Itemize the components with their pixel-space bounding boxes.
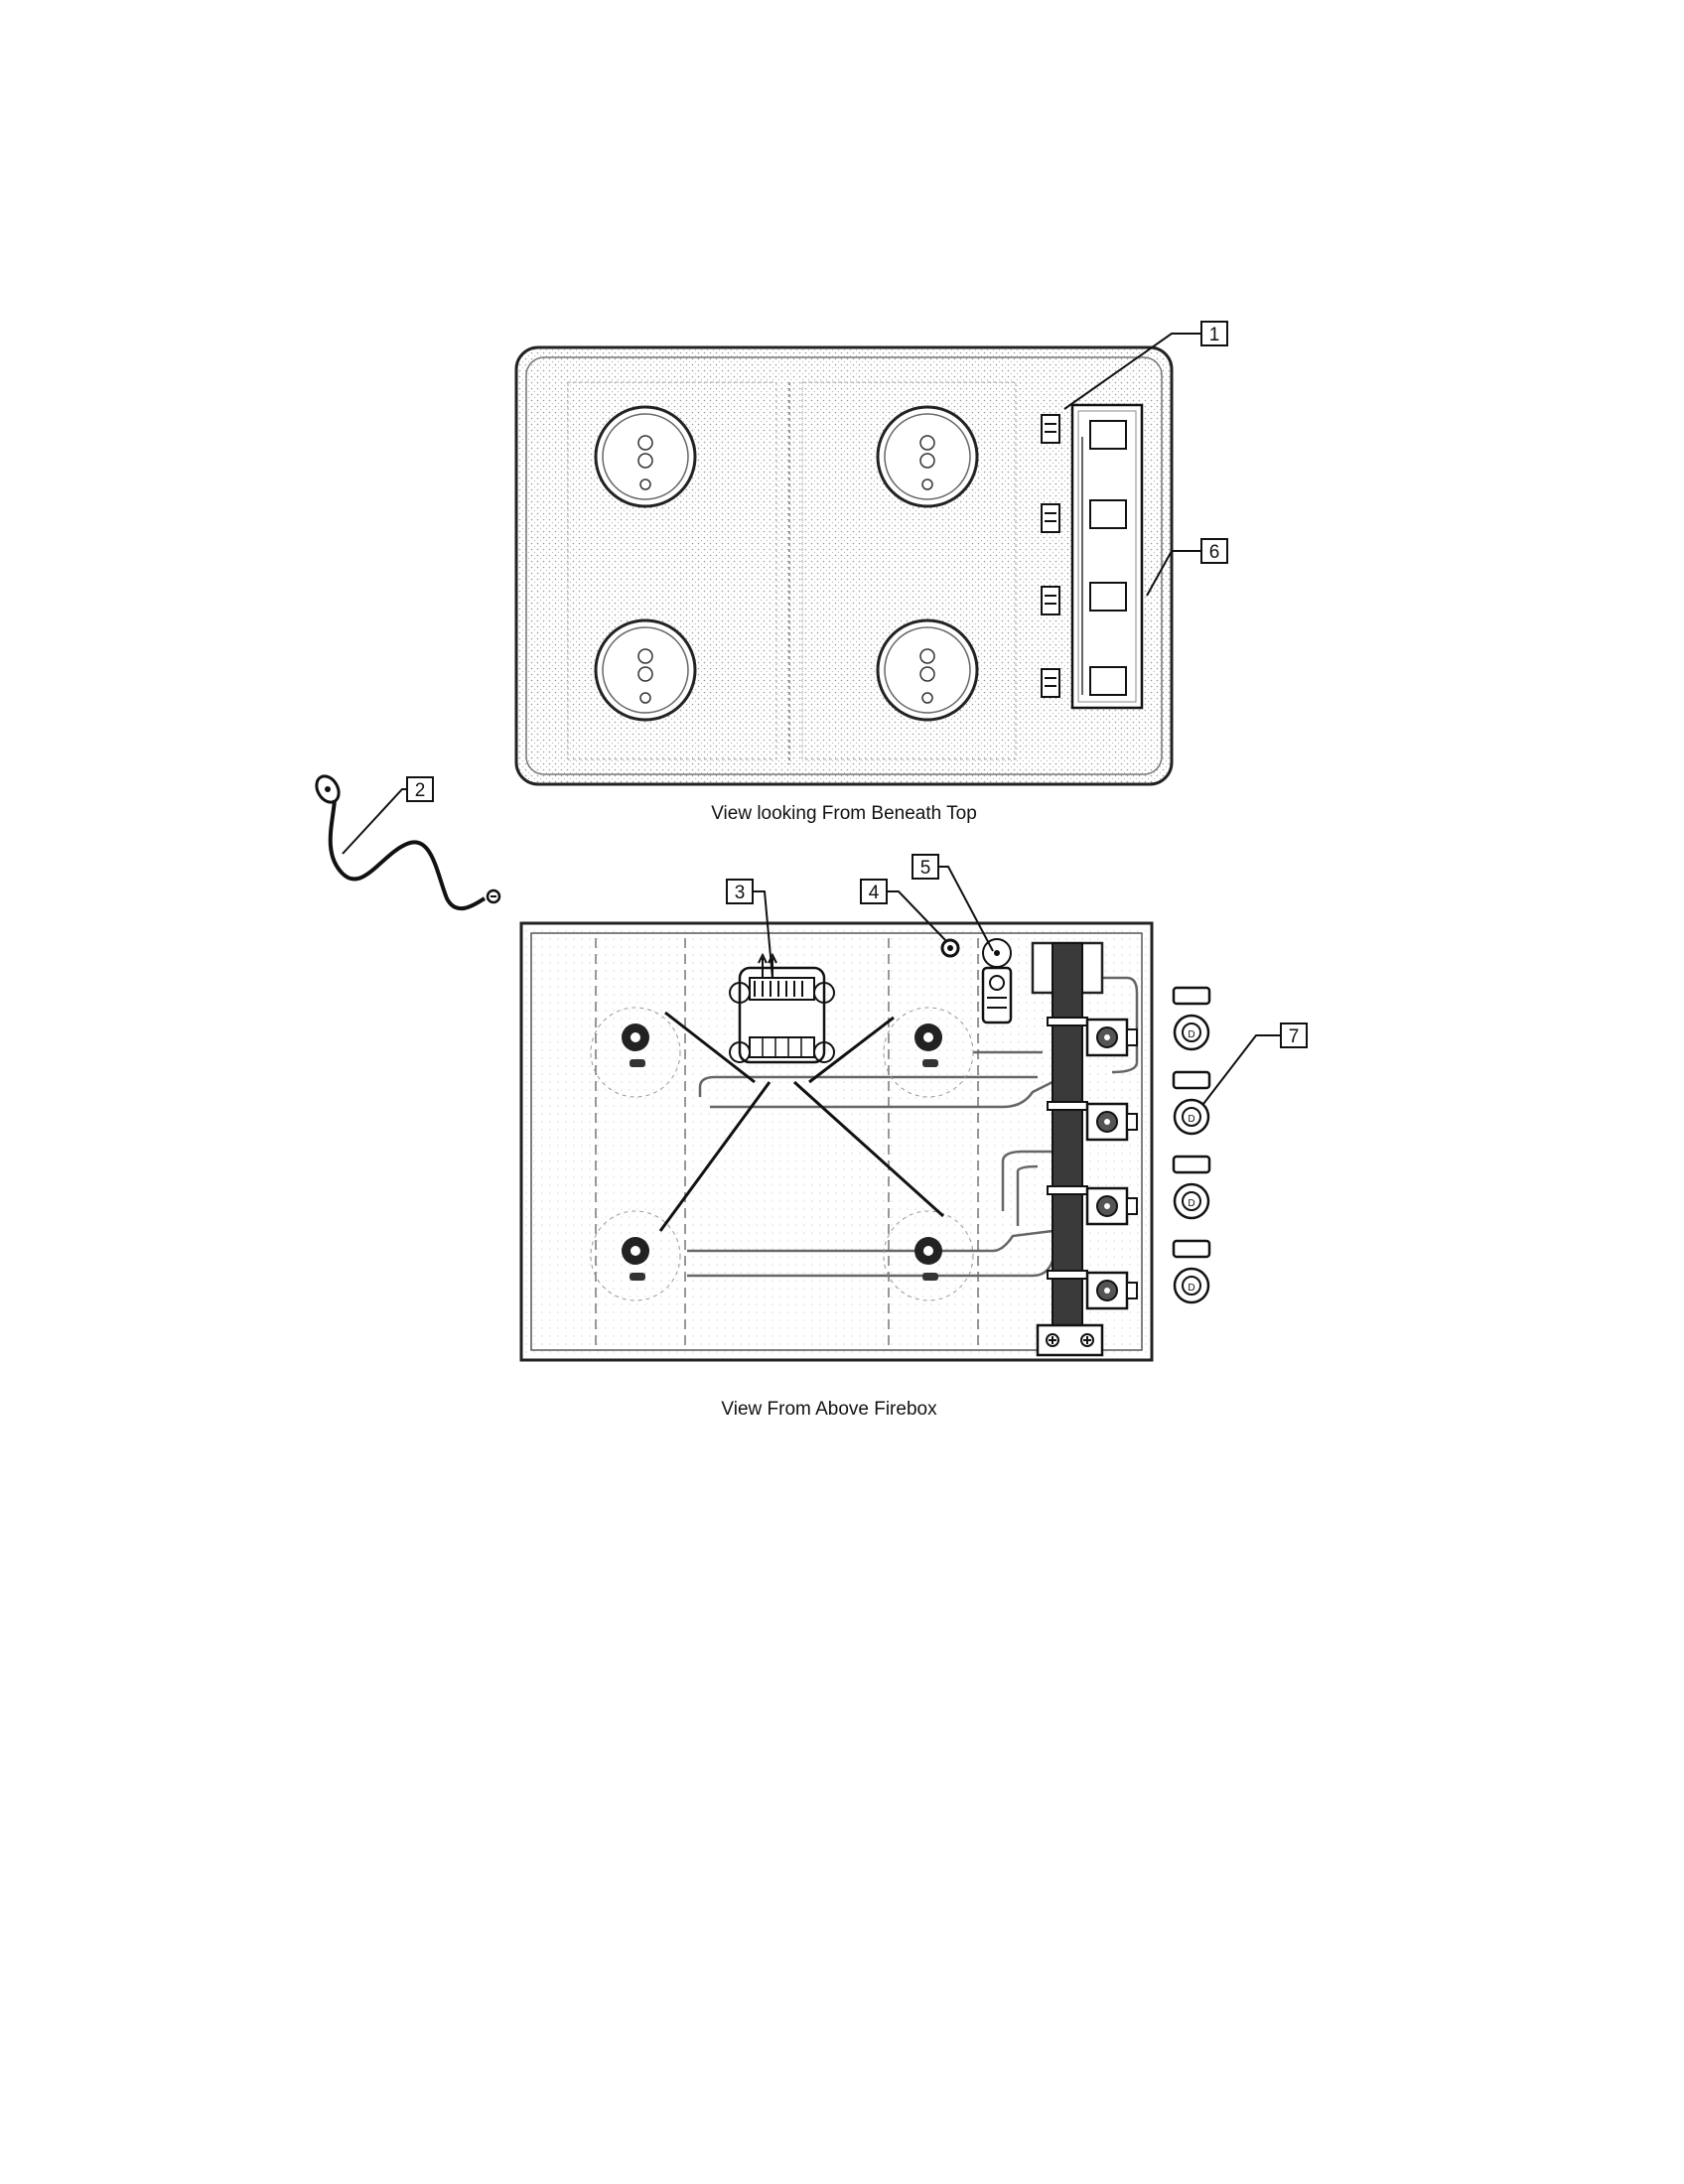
grommet xyxy=(940,938,960,958)
callout-5: 5 xyxy=(920,858,931,879)
bottom-view-caption: View From Above Firebox xyxy=(721,1399,937,1420)
burner-positions xyxy=(590,1007,974,1301)
callout-6: 6 xyxy=(1209,542,1220,563)
svg-text:D: D xyxy=(1188,1283,1194,1294)
cooktop-top-view: View looking From Beneath Top xyxy=(514,345,1174,824)
spark-module xyxy=(729,952,835,1064)
spark-electrodes xyxy=(622,1024,942,1281)
top-view-caption: View looking From Beneath Top xyxy=(711,803,977,824)
ignition-wires xyxy=(658,1011,945,1232)
callout-3: 3 xyxy=(735,883,746,903)
firebox-view: View From Above Firebox xyxy=(519,921,1154,1420)
callout-4: 4 xyxy=(869,883,880,903)
svg-text:D: D xyxy=(1188,1198,1194,1209)
callout-1: 1 xyxy=(1209,325,1220,345)
control-panel-bracket xyxy=(1070,403,1144,710)
burner-bases xyxy=(594,405,979,722)
manifold-fittings xyxy=(1047,1017,1088,1280)
knob-clips xyxy=(1041,414,1060,698)
callout-7: 7 xyxy=(1289,1026,1300,1047)
callout-boxes xyxy=(406,321,1308,1048)
control-knobs: D D D D xyxy=(1172,986,1211,1304)
power-cord xyxy=(315,774,501,911)
svg-text:D: D xyxy=(1188,1114,1194,1125)
callout-2: 2 xyxy=(415,780,426,801)
regulator xyxy=(981,938,1013,1024)
gas-tubes xyxy=(687,976,1139,1278)
burner-valves xyxy=(1085,1018,1138,1310)
svg-text:D: D xyxy=(1188,1029,1194,1040)
callouts xyxy=(342,333,1281,1105)
